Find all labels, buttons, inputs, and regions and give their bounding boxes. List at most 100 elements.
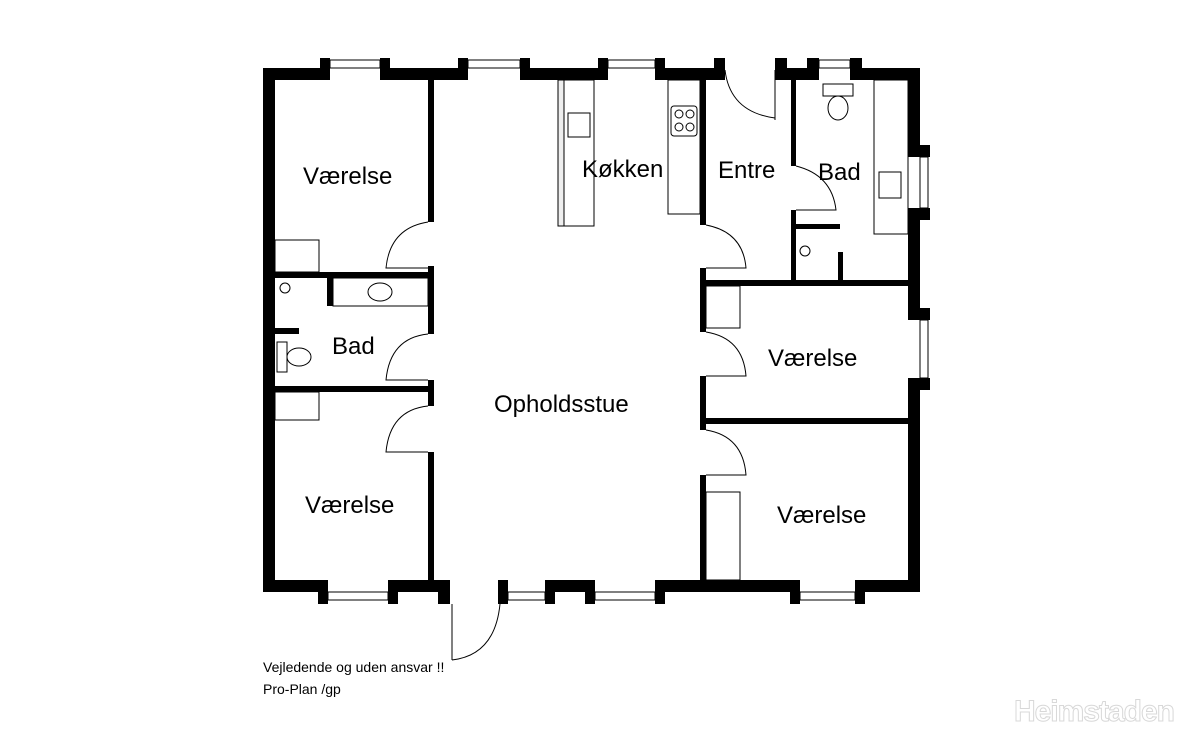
stove-burner — [685, 109, 695, 119]
closet — [705, 285, 741, 329]
wall — [700, 475, 706, 580]
heimstaden-watermark: Heimstaden — [1013, 695, 1175, 729]
door-swing — [705, 429, 747, 476]
wall — [388, 580, 448, 592]
stove-burner — [674, 109, 684, 119]
wall — [388, 580, 398, 604]
wall — [791, 80, 796, 166]
stove-burner — [685, 122, 695, 132]
wall — [263, 580, 318, 592]
window — [799, 591, 856, 601]
wall — [796, 224, 840, 229]
wall — [700, 376, 706, 430]
wall — [714, 58, 725, 80]
toilet-tank — [822, 83, 854, 97]
wall — [791, 210, 796, 282]
stove — [670, 105, 698, 137]
window — [329, 59, 381, 69]
room-label: Entre — [718, 157, 775, 184]
drain — [279, 282, 291, 294]
window — [607, 59, 656, 69]
stove-burner — [674, 122, 684, 132]
wall — [275, 272, 430, 278]
wall — [908, 68, 920, 150]
sink — [367, 282, 393, 302]
window — [327, 591, 389, 601]
closet — [274, 391, 320, 421]
wall — [598, 58, 608, 80]
wall — [700, 418, 910, 424]
wall — [862, 68, 920, 80]
wall — [908, 308, 930, 320]
wall — [520, 58, 530, 80]
wall — [458, 58, 468, 80]
wall — [530, 68, 598, 80]
bath-counter — [332, 277, 429, 307]
wall — [908, 208, 920, 318]
wall — [655, 58, 665, 80]
wall — [807, 58, 819, 80]
toilet — [827, 95, 849, 121]
wall — [655, 580, 665, 604]
walls — [263, 58, 930, 604]
wall — [787, 68, 807, 80]
window — [919, 156, 929, 209]
wall — [327, 278, 333, 306]
window — [467, 59, 521, 69]
room-label: Værelse — [305, 492, 394, 519]
disclaimer-note: Vejledende og uden ansvar !! — [263, 659, 445, 675]
bath-counter — [873, 79, 909, 235]
wall — [908, 378, 920, 592]
wall — [263, 68, 275, 592]
door-swing — [705, 331, 747, 377]
wall — [855, 580, 865, 604]
kitchen-counter — [667, 79, 701, 215]
wall — [318, 580, 328, 604]
wall — [655, 580, 800, 592]
wall — [380, 58, 390, 80]
wall — [275, 386, 430, 392]
wall — [545, 580, 555, 604]
sink — [567, 112, 591, 138]
wall — [700, 280, 910, 286]
wall — [438, 580, 450, 604]
wall — [390, 68, 458, 80]
toilet-tank — [276, 341, 288, 373]
door-swing — [385, 333, 429, 381]
closet — [274, 239, 320, 273]
wall — [790, 580, 800, 604]
wall — [838, 252, 843, 282]
wall — [428, 452, 434, 580]
closet — [705, 491, 741, 581]
room-label: Opholdsstue — [494, 391, 629, 418]
room-label: Værelse — [777, 502, 866, 529]
room-label: Bad — [818, 159, 861, 186]
wall — [908, 145, 930, 157]
door-swing — [385, 405, 429, 453]
wall — [585, 580, 595, 604]
wall — [498, 580, 508, 604]
window — [594, 591, 656, 601]
wall — [428, 80, 434, 222]
wall — [275, 328, 299, 334]
fixtures — [274, 59, 929, 661]
door-swing — [385, 221, 429, 269]
room-label: Køkken — [582, 156, 663, 183]
wall — [700, 80, 706, 225]
toilet — [286, 347, 312, 367]
room-label: Værelse — [768, 345, 857, 372]
wall — [263, 68, 320, 80]
window — [919, 319, 929, 379]
window — [818, 59, 851, 69]
window — [507, 591, 546, 601]
wall — [775, 58, 787, 80]
room-label: Værelse — [303, 163, 392, 190]
wall — [700, 268, 706, 332]
wall — [545, 580, 595, 592]
room-labels: Værelse Bad Værelse Opholdsstue Køkken E… — [303, 156, 866, 529]
wall — [320, 58, 330, 80]
hatched-wall — [557, 79, 565, 227]
door-swing — [705, 224, 747, 269]
sink — [878, 171, 902, 199]
drain — [799, 245, 811, 257]
